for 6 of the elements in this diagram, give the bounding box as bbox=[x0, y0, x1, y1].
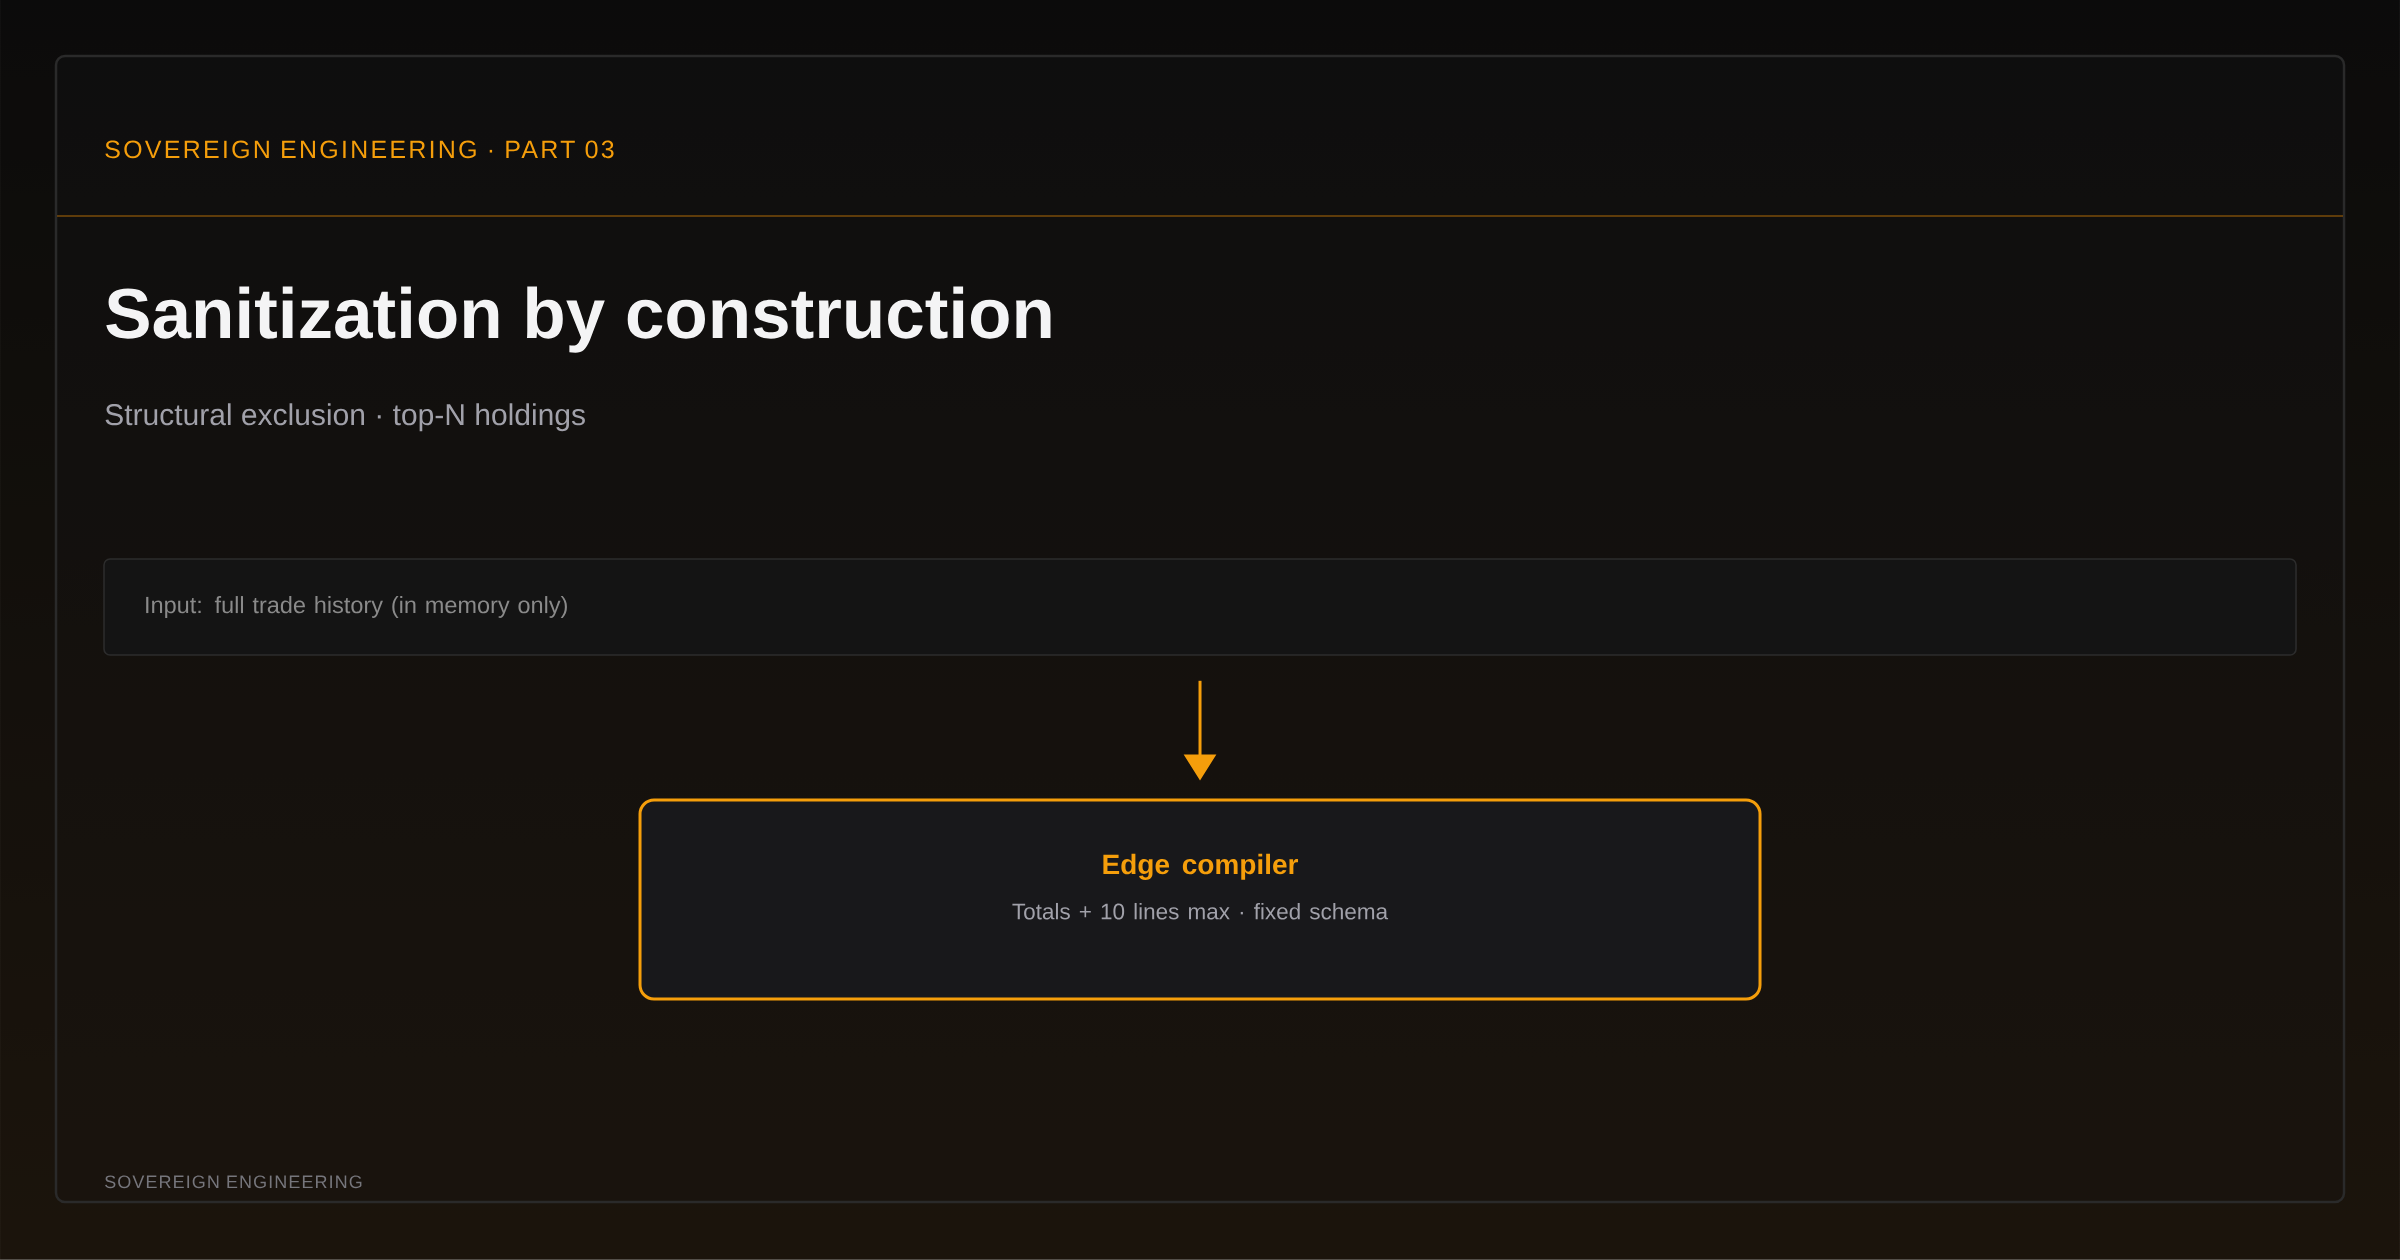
section-label: SOVEREIGN ENGINEERING · PART 03 bbox=[105, 140, 614, 159]
subtitle: Structural exclusion · top-N holdings bbox=[105, 403, 585, 432]
process-box: Edge compiler Totals + 10 lines max · fixed schema bbox=[638, 798, 1762, 1001]
title: Sanitization by construction bbox=[106, 286, 1051, 353]
input-box: Input: full trade history (in memory only) bbox=[103, 558, 2297, 656]
footer-text: SOVEREIGN ENGINEERING bbox=[105, 1175, 362, 1189]
